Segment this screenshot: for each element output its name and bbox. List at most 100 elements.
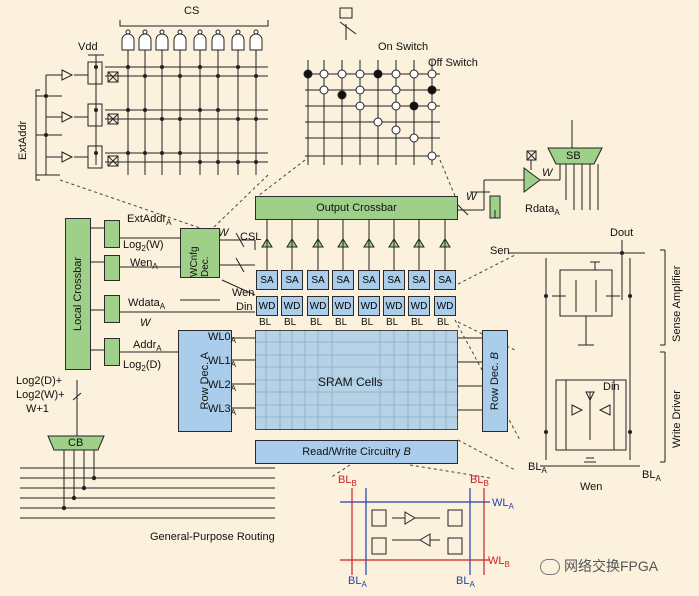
nand-output-bubble bbox=[177, 29, 183, 35]
wen-a-label: WenA bbox=[130, 257, 158, 272]
write-driver-cell: WD bbox=[408, 296, 430, 316]
sense-amp-cell: SA bbox=[434, 270, 456, 290]
sense-amp-cell: SA bbox=[383, 270, 405, 290]
nand-gate bbox=[231, 33, 245, 51]
grid-leaders bbox=[257, 159, 456, 197]
cs-decoder-schematic bbox=[35, 20, 269, 181]
bl-a-left-label: BLA bbox=[528, 461, 547, 476]
sense-write-circuit bbox=[508, 240, 666, 467]
w-csl-label: W bbox=[218, 227, 229, 239]
bitline-label: BL bbox=[284, 317, 297, 328]
write-driver-label: Write Driver bbox=[671, 390, 683, 448]
cell-transistors bbox=[371, 509, 463, 555]
write-driver-cell: WD bbox=[434, 296, 456, 316]
row-decoder-b: Row Dec. B bbox=[482, 330, 508, 432]
wdata-a-label: WdataA bbox=[128, 297, 166, 312]
nand-gate bbox=[155, 33, 169, 51]
rw-circuitry: Read/Write Circuitry B bbox=[255, 440, 458, 464]
nand-output-bubble bbox=[235, 29, 241, 35]
local-crossbar: Local Crossbar bbox=[65, 218, 91, 370]
bitline-label: BL bbox=[411, 317, 424, 328]
watermark: 网络交换FPGA bbox=[540, 556, 658, 576]
cb-label: CB bbox=[68, 437, 84, 449]
addr-a-label: AddrA bbox=[133, 339, 162, 354]
nand-gate bbox=[138, 33, 152, 51]
nand-gate bbox=[193, 33, 207, 51]
bitline-label: BL bbox=[437, 317, 450, 328]
wl0-label: WL0A bbox=[208, 331, 236, 346]
register-addr bbox=[104, 338, 120, 366]
cb-input-1: Log2(D)+ bbox=[16, 375, 63, 387]
nand-output-bubble bbox=[215, 29, 221, 35]
nand-gate bbox=[121, 33, 135, 51]
w-label-mid: W bbox=[466, 191, 477, 203]
left-wiring bbox=[72, 227, 256, 436]
extaddr-a-label: ExtAddrA bbox=[127, 213, 172, 228]
write-driver-cell: WD bbox=[281, 296, 303, 316]
w-label-top: W bbox=[542, 167, 553, 179]
sense-amp-cell: SA bbox=[307, 270, 329, 290]
cell-detail bbox=[340, 488, 490, 575]
bitline-label: BL bbox=[361, 317, 374, 328]
wechat-icon bbox=[540, 559, 560, 576]
nand-output-bubble bbox=[142, 29, 148, 35]
sense-amp-cell: SA bbox=[358, 270, 380, 290]
w-wdata-label: W bbox=[140, 317, 151, 329]
log2w-label: Log2(W) bbox=[123, 239, 164, 254]
sram-cells-label: SRAM Cells bbox=[318, 375, 383, 389]
bitline-label: BL bbox=[259, 317, 272, 328]
off-switch-label: Off Switch bbox=[428, 57, 478, 69]
sense-amp-cell: SA bbox=[332, 270, 354, 290]
wl2-label: WL2A bbox=[208, 379, 236, 394]
general-routing-label: General-Purpose Routing bbox=[150, 531, 275, 543]
output-crossbar: Output Crossbar bbox=[255, 196, 458, 220]
din-right-label: Din bbox=[603, 381, 620, 393]
bl-a-right-label: BLA bbox=[642, 469, 661, 484]
sen-label: Sen bbox=[490, 245, 510, 257]
switch-dots bbox=[303, 69, 437, 161]
routing bbox=[20, 435, 275, 519]
sense-amp-cell: SA bbox=[281, 270, 303, 290]
vdd-label: Vdd bbox=[78, 41, 98, 53]
write-driver-cell: WD bbox=[256, 296, 278, 316]
nand-output-bubble bbox=[253, 29, 259, 35]
wl1-label: WL1A bbox=[208, 355, 236, 370]
wcnfg-decoder: WCnfg Dec. bbox=[180, 228, 220, 278]
log2d-label: Log2(D) bbox=[123, 359, 162, 374]
nand-output-bubble bbox=[159, 29, 165, 35]
nand-gate bbox=[173, 33, 187, 51]
sense-amplifier-label: Sense Amplifier bbox=[671, 265, 683, 342]
rdata-label: RdataA bbox=[525, 203, 560, 218]
bitline-label: BL bbox=[310, 317, 323, 328]
nand-output-bubble bbox=[125, 29, 131, 35]
decoder-leaders bbox=[59, 174, 269, 229]
din-port-label: Din bbox=[236, 301, 253, 313]
cb-input-2: Log2(W)+ bbox=[16, 389, 65, 401]
cs-label: CS bbox=[184, 5, 200, 17]
write-driver-cell: WD bbox=[358, 296, 380, 316]
csl-label: CSL bbox=[240, 231, 262, 243]
register-extaddr bbox=[104, 220, 120, 248]
write-driver-cell: WD bbox=[383, 296, 405, 316]
wl-a-cell-label: WLA bbox=[492, 497, 514, 512]
on-switch-label: On Switch bbox=[378, 41, 429, 53]
register-wdata bbox=[104, 295, 120, 323]
bl-b-top-left: BLB bbox=[338, 474, 357, 489]
bl-a-bottom-right: BLA bbox=[456, 575, 475, 590]
sb-label: SB bbox=[566, 150, 581, 162]
bitline-label: BL bbox=[386, 317, 399, 328]
nand-gate bbox=[211, 33, 225, 51]
bl-a-bottom-left: BLA bbox=[348, 575, 367, 590]
wl-b-cell-label: WLB bbox=[488, 555, 510, 570]
wen-port-label: Wen bbox=[232, 287, 255, 299]
routing-dots bbox=[61, 475, 97, 511]
sram-cells-array bbox=[255, 330, 458, 430]
sense-amp-cell: SA bbox=[408, 270, 430, 290]
write-driver-cell: WD bbox=[332, 296, 354, 316]
write-driver-cell: WD bbox=[307, 296, 329, 316]
wen-bottom-label: Wen bbox=[580, 481, 603, 493]
sense-amp-cell: SA bbox=[256, 270, 278, 290]
sense-dots bbox=[544, 251, 632, 434]
row-decoder-a: Row Dec. A bbox=[178, 330, 232, 432]
